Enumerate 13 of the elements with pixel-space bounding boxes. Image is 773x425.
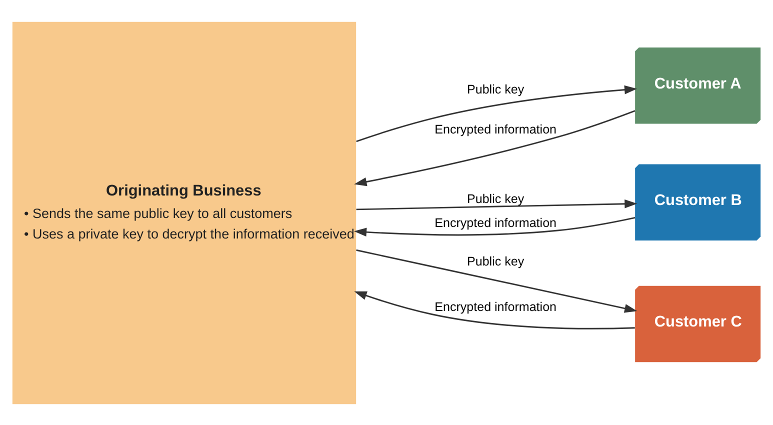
edge-label: Encrypted information xyxy=(434,122,557,136)
edge-label: Public key xyxy=(467,191,524,206)
edge-label: Encrypted information xyxy=(434,299,557,314)
edge-label: Encrypted information xyxy=(434,215,557,230)
edge-label: Public key xyxy=(467,254,524,268)
edge-label: Public key xyxy=(467,82,524,96)
arrow xyxy=(356,84,638,142)
arrow xyxy=(354,216,636,236)
arrow xyxy=(356,198,638,210)
node-box: Originating Business • Sends the same public key to all customers • Uses a private key to decrypt the information received xyxy=(12,21,356,404)
arrow xyxy=(354,110,636,186)
arrow xyxy=(354,290,635,329)
arrow xyxy=(356,248,638,312)
